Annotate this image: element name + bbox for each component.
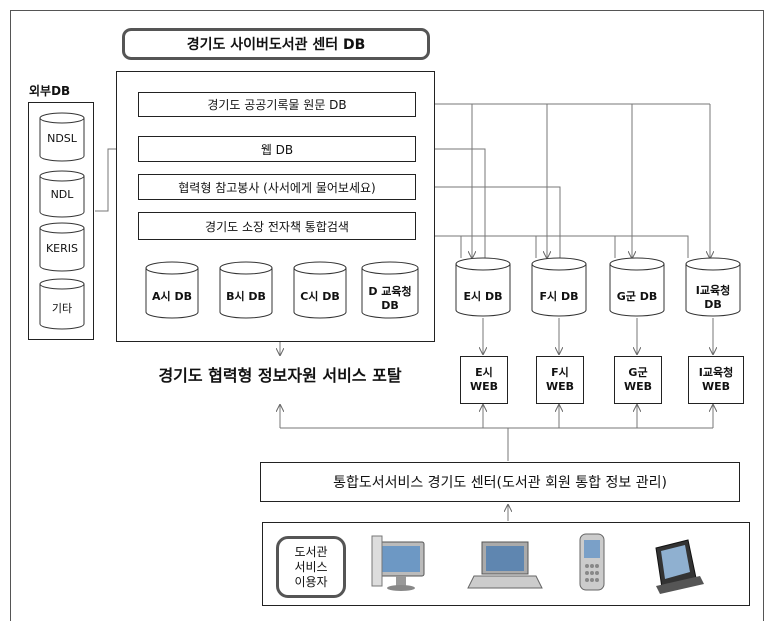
cylinder-b-db-icon (219, 261, 273, 319)
external-db-cylinders (39, 112, 85, 330)
pda-icon (655, 539, 704, 594)
local-db-cylinders (145, 261, 419, 319)
laptop-icon (467, 541, 543, 589)
central-service-box: 통합도서서비스 경기도 센터(도서관 회원 통합 정보 관리) (260, 462, 740, 502)
local-db-c: C시 DB (300, 290, 340, 303)
ext-db-ndsl: NDSL (47, 132, 77, 145)
regional-db-g: G군 DB (616, 290, 658, 303)
cylinder-a-db-icon (145, 261, 199, 319)
cylinder-c-db-icon (293, 261, 347, 319)
arrow-to-ebook (420, 236, 689, 258)
mobile-phone-icon (579, 533, 605, 591)
desktop-computer-icon (371, 535, 425, 591)
users-label: 도서관 서비스 이용자 (276, 536, 346, 598)
cylinder-f-db-icon (531, 257, 587, 317)
row-archive-db: 경기도 공공기록물 원문 DB (138, 92, 416, 117)
cylinder-g-db-icon (609, 257, 665, 317)
row-ebook-search: 경기도 소장 전자책 통합검색 (138, 212, 416, 240)
cylinder-ndsl-icon (39, 112, 85, 162)
ext-db-etc: 기타 (51, 302, 73, 315)
line-referral-out (416, 186, 561, 258)
ext-db-ndl: NDL (50, 188, 74, 201)
cylinder-i-db-icon (685, 257, 741, 317)
diagram-frame (10, 10, 764, 621)
regional-db-e: E시 DB (463, 290, 503, 303)
portal-title: 경기도 협력형 정보자원 서비스 포탈 (158, 366, 402, 385)
cylinder-d-db-icon (361, 261, 419, 319)
ext-db-keris: KERIS (45, 242, 79, 255)
local-db-a: A시 DB (152, 290, 192, 303)
cylinder-e-db-icon (455, 257, 511, 317)
line-web-out (416, 148, 486, 258)
cylinder-ndl-icon (39, 170, 85, 218)
row-reference-service: 협력형 참고봉사 (사서에게 물어보세요) (138, 174, 416, 200)
regional-db-f: F시 DB (539, 290, 579, 303)
local-db-b: B시 DB (226, 290, 266, 303)
center-title: 경기도 사이버도서관 센터 DB (122, 28, 430, 60)
cylinder-keris-icon (39, 222, 85, 272)
row-web-db: 웹 DB (138, 136, 416, 162)
user-devices (371, 533, 704, 594)
regional-db-cylinders (455, 257, 741, 317)
external-db-label: 외부DB (29, 84, 71, 98)
cylinder-etc-icon (39, 278, 85, 330)
